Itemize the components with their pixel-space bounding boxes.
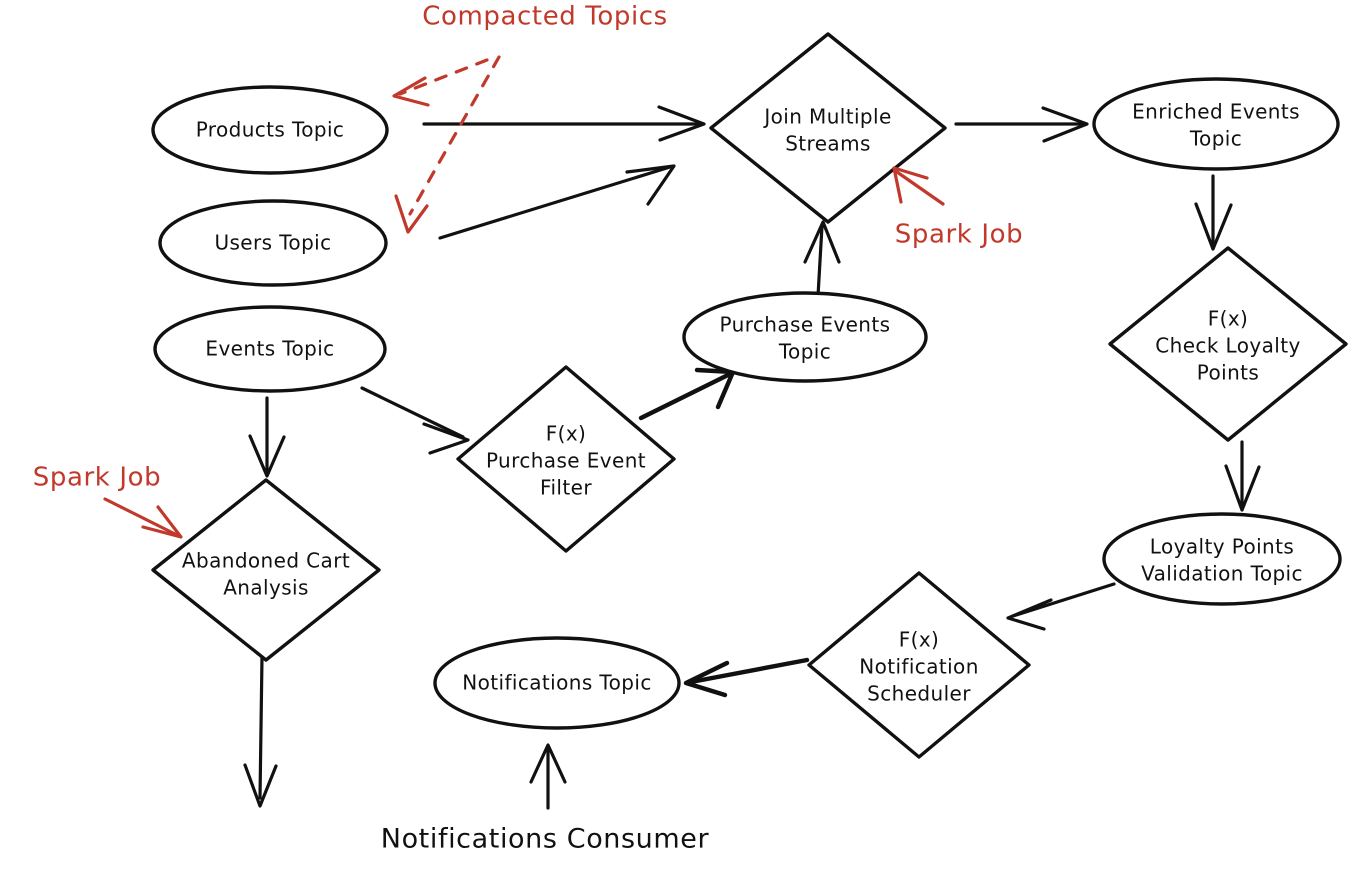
annotation-compacted-topics[interactable]: Compacted Topics [392, 2, 668, 234]
abandoned-cart-analysis-diamond[interactable] [151, 478, 381, 662]
node-notifications-topic[interactable]: Notifications Topic [433, 636, 681, 730]
join-multiple-streams-label-line1: Join Multiple [762, 105, 891, 129]
enriched-events-topic-label-line2: Topic [1189, 127, 1242, 151]
events-topic-ellipse[interactable] [153, 305, 387, 393]
annotations-layer: Compacted Topics Spark Job Spark Job N [33, 2, 1023, 855]
notifications-topic-ellipse[interactable] [433, 636, 681, 730]
abandoned-cart-analysis-label-line1: Abandoned Cart [182, 549, 350, 573]
notifications-consumer-arrow-head [529, 743, 567, 784]
products-topic-ellipse[interactable] [151, 85, 389, 175]
node-enriched-events-topic[interactable]: Enriched Events Topic [1092, 77, 1340, 171]
annotation-spark-job-cart[interactable]: Spark Job [33, 463, 183, 539]
nodes-layer: Products Topic Users Topic Events Topic … [151, 32, 1348, 759]
edge-enriched-to-loyalty [1194, 174, 1233, 251]
node-check-loyalty-points[interactable]: F(x) Check Loyalty Points [1108, 246, 1348, 442]
compacted-topics-arrow-upper-head [392, 76, 430, 107]
edge-join-to-enriched [954, 106, 1089, 143]
purchase-event-filter-label-line3: Filter [540, 476, 592, 500]
node-purchase-events-topic[interactable]: Purchase Events Topic [682, 291, 928, 383]
spark-job-join-arrow-line [895, 170, 945, 206]
notifications-topic-label: Notifications Topic [462, 671, 651, 695]
purchase-events-topic-label-line2: Topic [778, 340, 831, 364]
notification-scheduler-label-line1: F(x) [899, 628, 940, 652]
edge-purchase-events-to-join [803, 220, 841, 298]
node-users-topic[interactable]: Users Topic [158, 199, 388, 287]
edge-events-to-cart [248, 396, 286, 478]
edge-products-to-join [422, 105, 706, 142]
check-loyalty-points-label-line3: Points [1197, 361, 1259, 385]
notification-scheduler-label-line3: Scheduler [867, 682, 971, 706]
users-topic-ellipse[interactable] [158, 199, 388, 287]
compacted-topics-label: Compacted Topics [422, 2, 668, 32]
join-multiple-streams-diamond[interactable] [709, 32, 947, 224]
node-join-multiple-streams[interactable]: Join Multiple Streams [709, 32, 947, 224]
spark-job-join-arrow-head [892, 166, 929, 204]
edge-events-to-filter [360, 386, 470, 455]
check-loyalty-points-diamond[interactable] [1108, 246, 1348, 442]
purchase-events-topic-label-line1: Purchase Events [720, 313, 891, 337]
purchase-event-filter-diamond[interactable] [456, 365, 676, 553]
products-topic-label: Products Topic [196, 118, 345, 142]
enriched-events-topic-ellipse[interactable] [1092, 77, 1340, 171]
annotation-notifications-consumer[interactable]: Notifications Consumer [381, 743, 710, 855]
annotation-spark-job-join[interactable]: Spark Job [892, 166, 1023, 250]
notification-scheduler-label-line2: Notification [859, 655, 979, 679]
spark-job-cart-arrow-head [141, 505, 183, 539]
edge-validation-to-scheduler [1006, 582, 1116, 631]
edge-loyalty-to-validation [1224, 440, 1261, 512]
abandoned-cart-analysis-label-line2: Analysis [223, 576, 309, 600]
join-multiple-streams-label-line2: Streams [785, 132, 871, 156]
node-events-topic[interactable]: Events Topic [153, 305, 387, 393]
loyalty-points-validation-topic-label-line2: Validation Topic [1141, 562, 1303, 586]
spark-job-join-label: Spark Job [895, 220, 1023, 250]
check-loyalty-points-label-line1: F(x) [1208, 307, 1249, 331]
purchase-events-topic-ellipse[interactable] [682, 291, 928, 383]
compacted-topics-arrow-lower-head [394, 194, 429, 234]
edge-scheduler-to-notifications [683, 657, 810, 698]
notifications-consumer-label: Notifications Consumer [381, 824, 710, 855]
edges-layer [243, 105, 1261, 808]
loyalty-points-validation-topic-label-line1: Loyalty Points [1150, 535, 1294, 559]
purchase-event-filter-label-line1: F(x) [546, 422, 587, 446]
purchase-event-filter-label-line2: Purchase Event [486, 449, 646, 473]
node-products-topic[interactable]: Products Topic [151, 85, 389, 175]
compacted-topics-arrow-upper-line [398, 58, 489, 96]
edge-users-to-join [438, 164, 676, 240]
node-notification-scheduler[interactable]: F(x) Notification Scheduler [807, 571, 1031, 759]
node-purchase-event-filter[interactable]: F(x) Purchase Event Filter [456, 365, 676, 553]
enriched-events-topic-label-line1: Enriched Events [1132, 100, 1300, 124]
edge-filter-to-purchase-events [638, 367, 736, 421]
compacted-topics-arrow-lower-line [408, 55, 501, 216]
users-topic-label: Users Topic [214, 231, 331, 255]
node-abandoned-cart-analysis[interactable]: Abandoned Cart Analysis [151, 478, 381, 662]
spark-job-cart-label: Spark Job [33, 463, 161, 493]
loyalty-points-validation-topic-ellipse[interactable] [1102, 512, 1342, 606]
spark-job-cart-arrow-line [103, 497, 179, 537]
notification-scheduler-diamond[interactable] [807, 571, 1031, 759]
check-loyalty-points-label-line2: Check Loyalty [1155, 334, 1300, 358]
edge-cart-to-sink [243, 655, 278, 808]
events-topic-label: Events Topic [205, 337, 334, 361]
node-loyalty-points-validation-topic[interactable]: Loyalty Points Validation Topic [1102, 512, 1342, 606]
